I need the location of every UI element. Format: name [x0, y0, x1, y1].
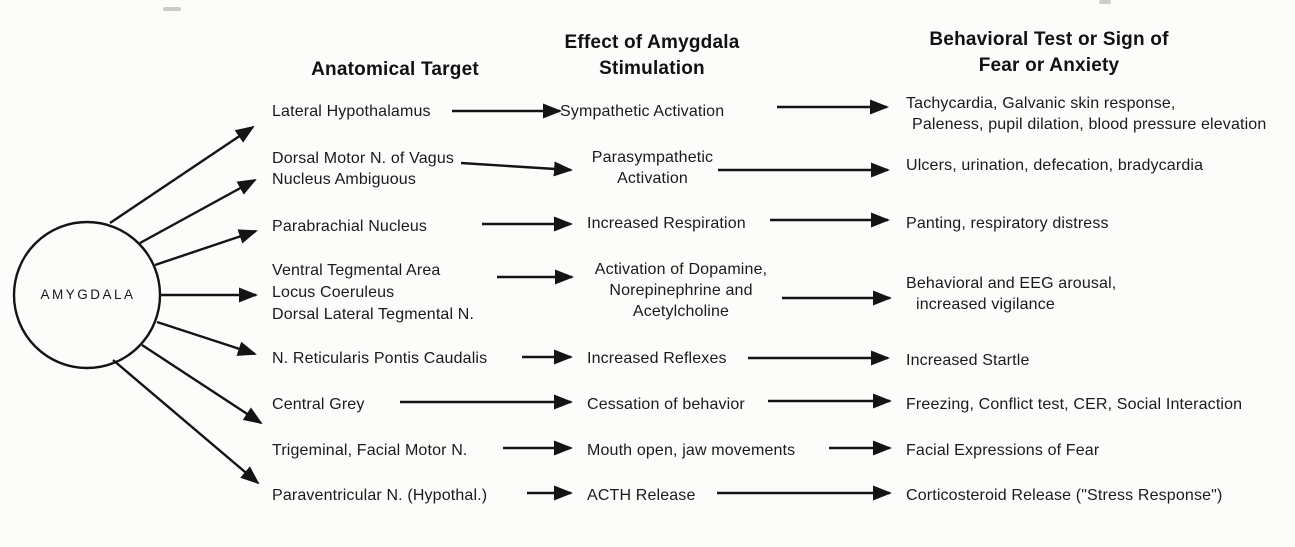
effect-row2-line2: Activation	[617, 170, 688, 187]
effect-row4-line1: Activation of Dopamine,	[594, 261, 768, 278]
column-header-behavior: Behavioral Test or Sign of Fear or Anxie…	[888, 27, 1210, 79]
target-row6: Central Grey	[272, 396, 365, 413]
column-header-effect-line1: Effect of Amygdala	[564, 32, 740, 53]
behavior-row2: Ulcers, urination, defecation, bradycard…	[906, 157, 1204, 174]
effect-row3: Increased Respiration	[587, 215, 746, 232]
behavior-row1-line1: Tachycardia, Galvanic skin response,	[906, 95, 1176, 112]
arrow-amygdala-to-nucleus-ambiguous	[139, 178, 257, 245]
target-row4: Ventral Tegmental Area Locus Coeruleus D…	[272, 260, 474, 326]
column-header-behavior-line2: Fear or Anxiety	[978, 55, 1120, 76]
arrow-amygdala-to-lateral-hypothalamus	[109, 125, 255, 224]
behavior-row4-line2: increased vigilance	[916, 296, 1055, 313]
target-row4-line3: Dorsal Lateral Tegmental N.	[272, 306, 475, 323]
column-header-effect-line2: Stimulation	[599, 58, 705, 79]
column-header-anatomical-target: Anatomical Target	[311, 59, 479, 80]
target-row4-line2: Locus Coeruleus	[272, 284, 395, 301]
target-row7: Trigeminal, Facial Motor N.	[272, 442, 468, 459]
effect-row7: Mouth open, jaw movements	[587, 442, 796, 459]
effect-row5: Increased Reflexes	[587, 350, 727, 367]
behavior-row1: Tachycardia, Galvanic skin response, Pal…	[906, 93, 1266, 135]
effect-row4: Activation of Dopamine, Norepinephrine a…	[567, 259, 795, 322]
effect-row8: ACTH Release	[587, 487, 696, 504]
behavior-row6: Freezing, Conflict test, CER, Social Int…	[906, 396, 1243, 413]
behavior-row4-line1: Behavioral and EEG arousal,	[906, 275, 1117, 292]
behavior-row5: Increased Startle	[906, 352, 1030, 369]
target-row3: Parabrachial Nucleus	[272, 218, 428, 235]
arrow-amygdala-to-central-grey	[141, 343, 263, 425]
target-row8: Paraventricular N. (Hypothal.)	[272, 487, 488, 504]
target-row5: N. Reticularis Pontis Caudalis	[272, 350, 488, 367]
arrow-amygdala-to-n-reticularis	[156, 320, 257, 356]
column-header-behavior-line1: Behavioral Test or Sign of	[929, 29, 1169, 50]
effect-row1: Sympathetic Activation	[560, 103, 725, 120]
amygdala-label: AMYGDALA	[40, 287, 136, 302]
effect-row6: Cessation of behavior	[587, 396, 745, 413]
behavior-row7: Facial Expressions of Fear	[906, 442, 1100, 459]
scan-artifact	[1099, 0, 1111, 4]
arrow-amygdala-to-parabrachial-nucleus	[154, 229, 258, 267]
target-row2-line1: Dorsal Motor N. of Vagus	[272, 150, 455, 167]
behavior-row4: Behavioral and EEG arousal, increased vi…	[906, 273, 1116, 315]
arrow-amygdala-to-paraventricular	[112, 359, 260, 485]
arrow-target-effect-row2	[460, 161, 573, 177]
column-header-effect: Effect of Amygdala Stimulation	[538, 30, 766, 82]
effect-row2: Parasympathetic Activation	[545, 147, 760, 189]
target-row2-line2: Nucleus Ambiguous	[272, 171, 416, 188]
target-row4-line1: Ventral Tegmental Area	[272, 262, 441, 279]
behavior-row3: Panting, respiratory distress	[906, 215, 1109, 232]
target-row1: Lateral Hypothalamus	[272, 103, 431, 120]
behavior-row8: Corticosteroid Release ("Stress Response…	[906, 487, 1223, 504]
effect-row4-line2: Norepinephrine and	[609, 282, 753, 299]
behavior-row1-line2: Paleness, pupil dilation, blood pressure…	[912, 116, 1267, 133]
scan-artifact	[163, 7, 181, 11]
effect-row2-line1: Parasympathetic	[591, 149, 714, 166]
effect-row4-line3: Acetylcholine	[632, 303, 730, 320]
target-row2: Dorsal Motor N. of Vagus Nucleus Ambiguo…	[272, 148, 454, 190]
